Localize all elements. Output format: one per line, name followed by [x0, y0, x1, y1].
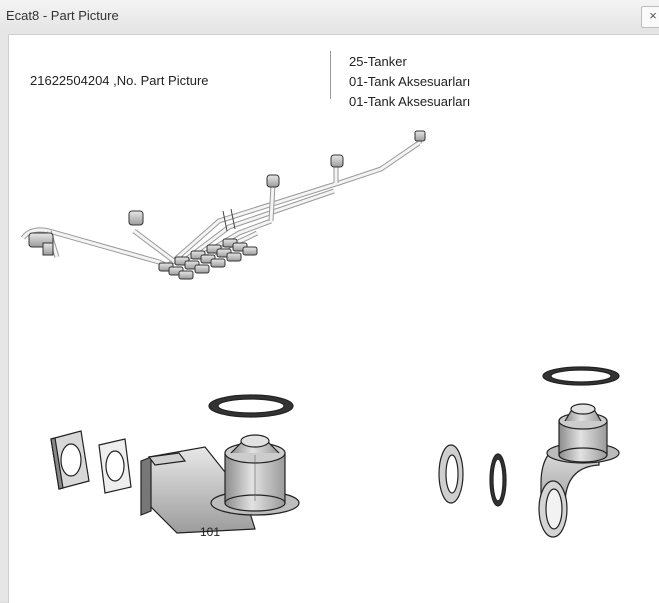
close-button[interactable]: ×	[641, 6, 659, 28]
part-number-label: 21622504204 ,No. Part Picture	[30, 73, 209, 88]
category-item: 01-Tank Aksesuarları	[349, 74, 471, 89]
right-elbow-assembly	[438, 366, 620, 538]
valve-row	[158, 238, 258, 280]
category-breadcrumb: 25-Tanker 01-Tank Aksesuarları 01-Tank A…	[349, 52, 470, 112]
left-flange-assembly	[50, 394, 300, 534]
close-icon: ×	[649, 8, 657, 23]
category-item: 01-Tank Aksesuarları	[349, 94, 471, 109]
pipe-fittings	[28, 130, 426, 280]
part-drawing	[20, 130, 620, 538]
window-title: Ecat8 - Part Picture	[6, 8, 119, 23]
window-titlebar[interactable]: Ecat8 - Part Picture ×	[0, 0, 659, 32]
category-item: 25-Tanker	[349, 54, 407, 69]
callout-label: 101	[200, 525, 221, 539]
header-divider	[330, 51, 331, 99]
part-picture-panel: 21622504204 ,No. Part Picture 25-Tanker …	[8, 34, 659, 603]
